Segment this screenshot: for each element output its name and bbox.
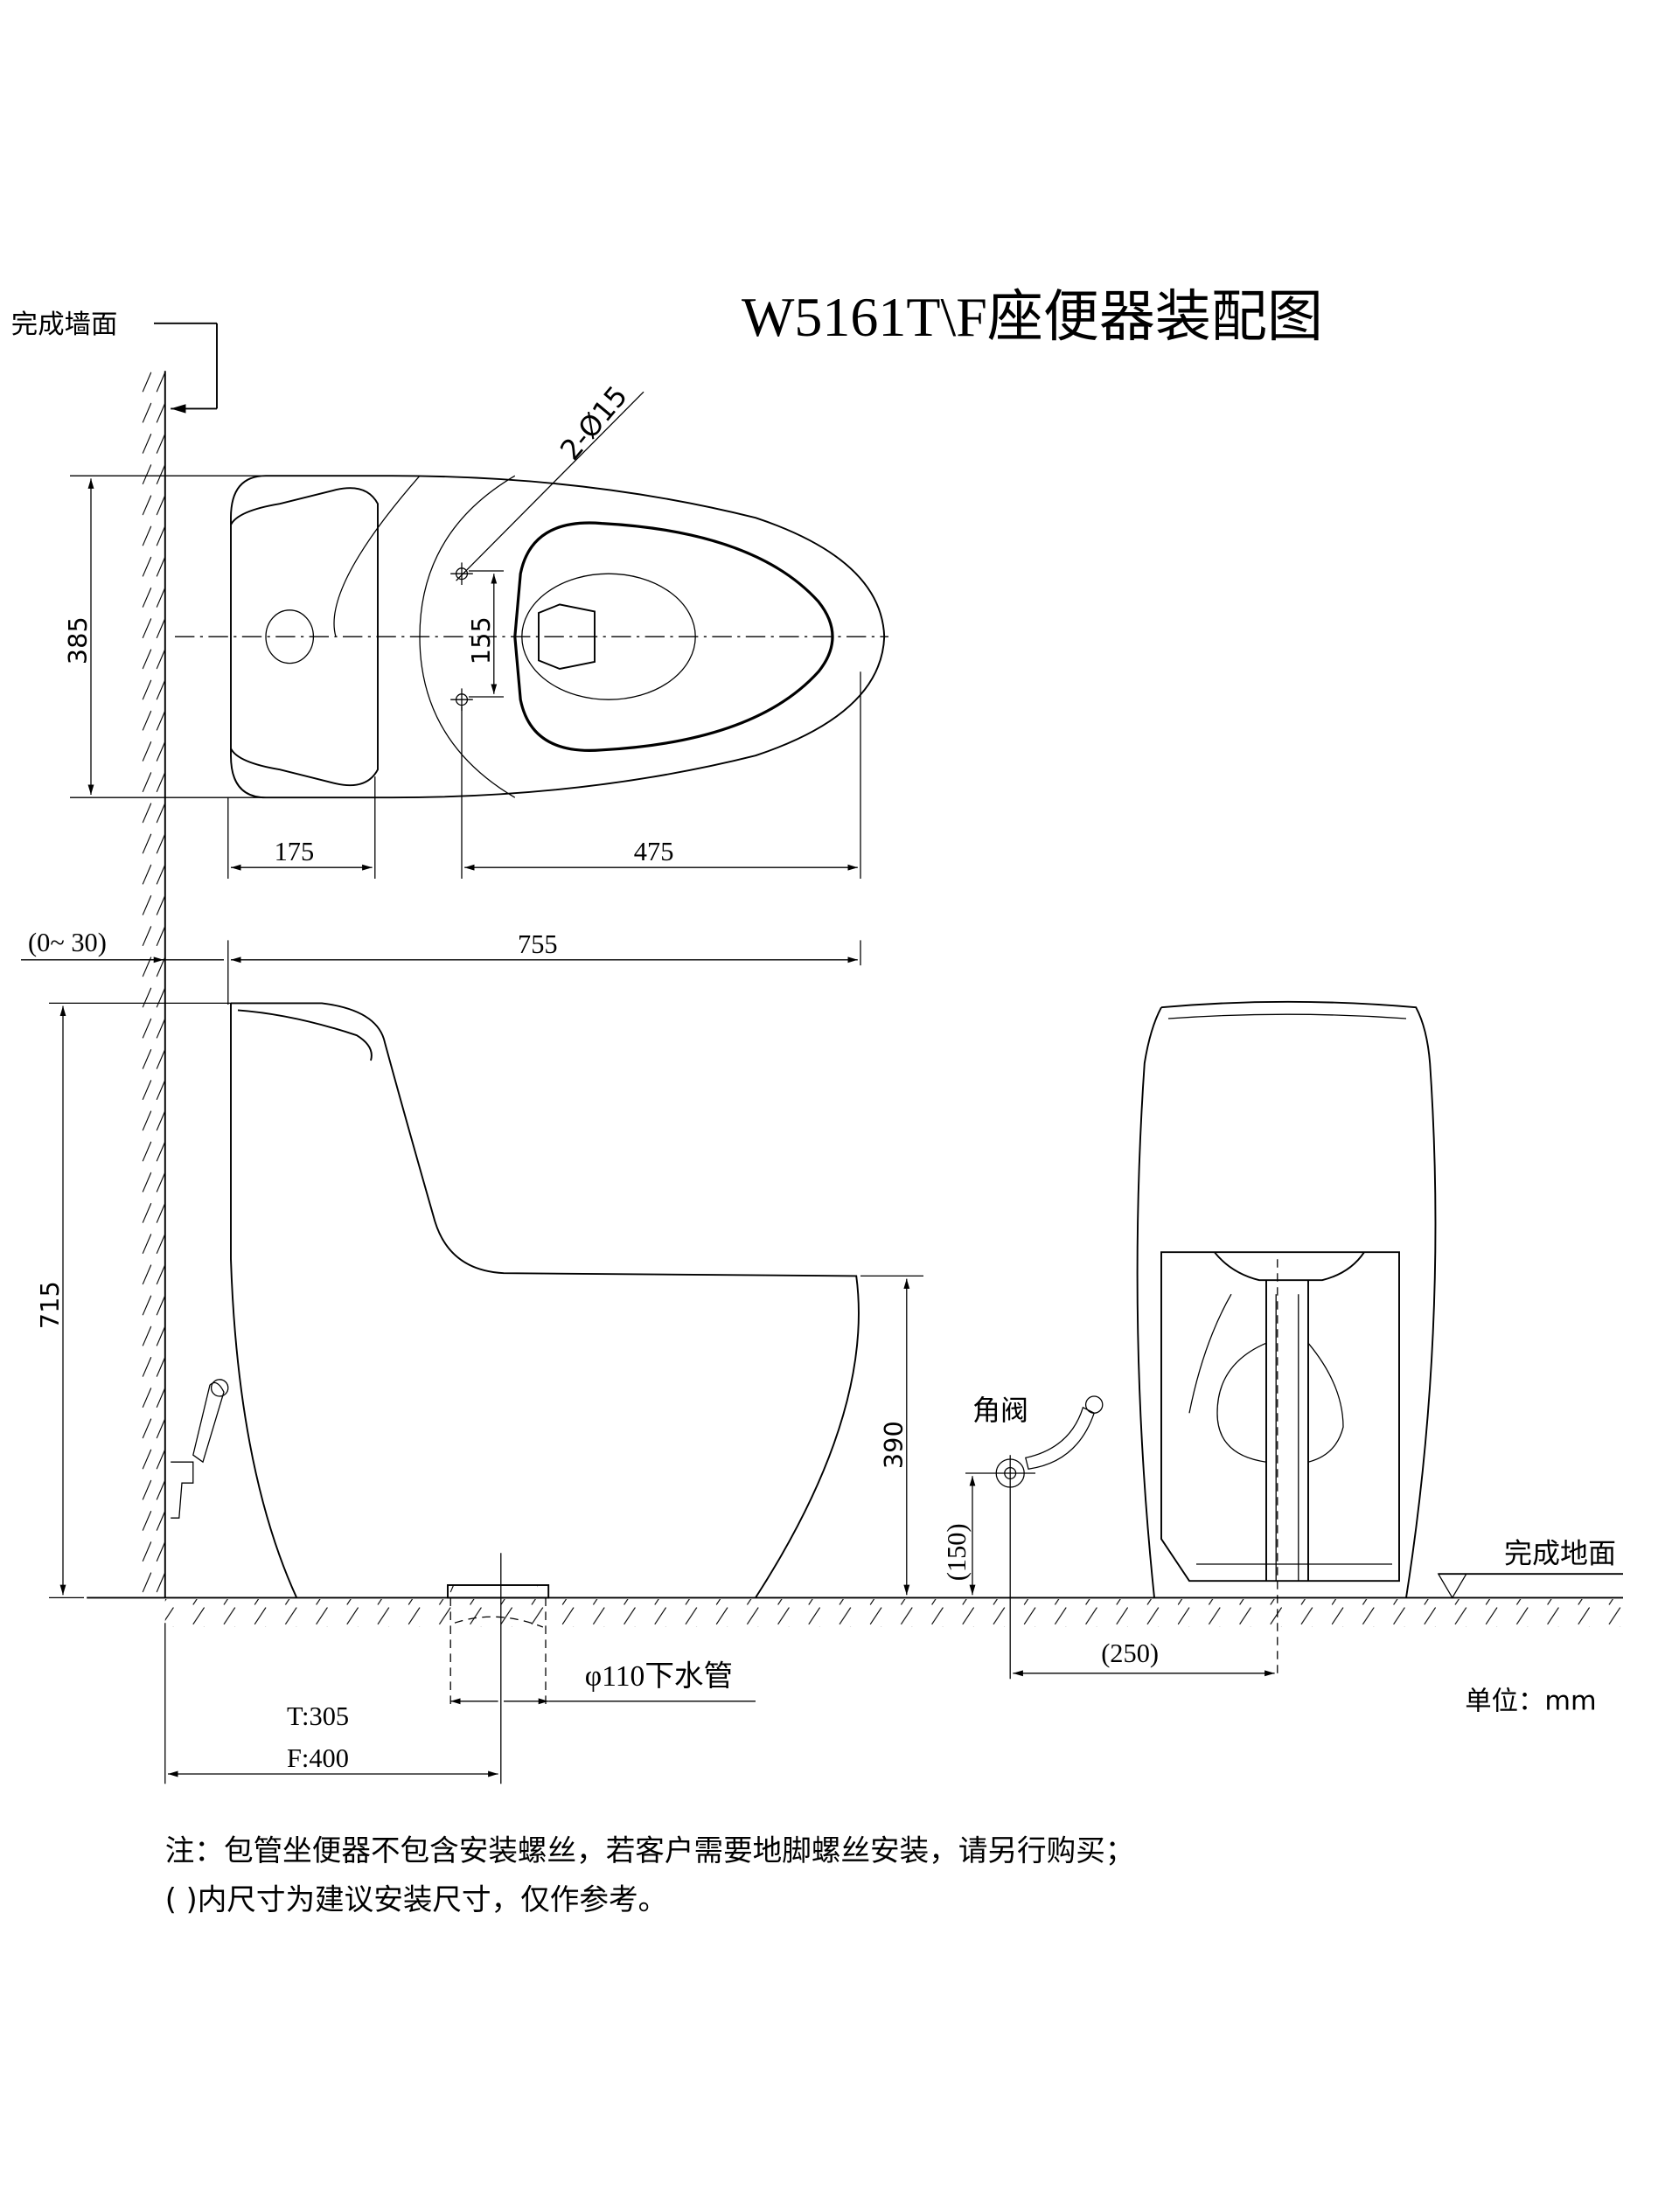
side-view bbox=[171, 1002, 860, 1598]
dim-width-385: 385 bbox=[63, 475, 266, 798]
bolt-hole-text: 2-Ø15 bbox=[554, 379, 634, 466]
dim-front-475: 475 bbox=[461, 671, 861, 880]
dim-height-text: 715 bbox=[35, 1281, 65, 1329]
dim-bolt-text: 155 bbox=[466, 616, 496, 664]
rough-in-t-text: T:305 bbox=[287, 1701, 349, 1731]
dim-rough-in: T:305 F:400 bbox=[164, 1623, 498, 1784]
dim-front-text: 475 bbox=[634, 837, 674, 866]
floor-hatch bbox=[87, 1596, 1623, 1627]
dim-height-715: 715 bbox=[35, 1002, 231, 1599]
dim-length-text: 755 bbox=[518, 929, 558, 959]
front-view bbox=[1136, 1000, 1437, 1680]
rough-in-f-text: F:400 bbox=[287, 1743, 349, 1773]
wall-hatch bbox=[140, 371, 166, 1598]
dim-tank-text: 175 bbox=[275, 837, 315, 866]
dim-valve-height-text: (150) bbox=[942, 1523, 972, 1581]
dim-valve-offset-text: (250) bbox=[1101, 1638, 1159, 1668]
top-view bbox=[175, 475, 888, 799]
bolt-hole-leader: 2-Ø15 bbox=[456, 379, 644, 581]
dim-width-text: 385 bbox=[63, 616, 93, 664]
dim-length-755: 755 bbox=[227, 929, 861, 1005]
unit-label: 单位：mm bbox=[1465, 1686, 1596, 1716]
dim-valve-offset: (250) bbox=[1013, 1638, 1275, 1677]
note-line-1: 注：包管坐便器不包含安装螺丝，若客户需要地脚螺丝安装，请另行购买； bbox=[165, 1833, 1135, 1868]
dim-valve-height: (150) bbox=[942, 1476, 976, 1596]
finished-floor-label: 完成地面 bbox=[1504, 1536, 1616, 1569]
finished-wall-marker: 完成墙面 bbox=[11, 310, 218, 414]
dim-seat-text: 390 bbox=[879, 1421, 909, 1469]
dim-bolt-155: 155 bbox=[466, 570, 504, 698]
angle-valve: 角阀 bbox=[965, 1394, 1104, 1680]
dim-seat-390: 390 bbox=[860, 1275, 923, 1596]
drawing-title: W5161T\F座便器装配图 bbox=[742, 286, 1323, 348]
finished-wall-label: 完成墙面 bbox=[11, 310, 118, 340]
drain-pipe-label: φ110下水管 bbox=[585, 1659, 733, 1693]
note-line-2: ( )内尺寸为建议安装尺寸，仅作参考。 bbox=[165, 1882, 667, 1916]
angle-valve-label: 角阀 bbox=[972, 1394, 1028, 1427]
dim-wall-gap-text: (0~ 30) bbox=[28, 928, 107, 957]
dim-tank-175: 175 bbox=[227, 776, 376, 880]
drain-pipe: φ110下水管 bbox=[447, 1553, 756, 1784]
finished-floor-marker: 完成地面 bbox=[1437, 1536, 1623, 1599]
dim-wall-gap: (0~ 30) bbox=[21, 928, 224, 963]
